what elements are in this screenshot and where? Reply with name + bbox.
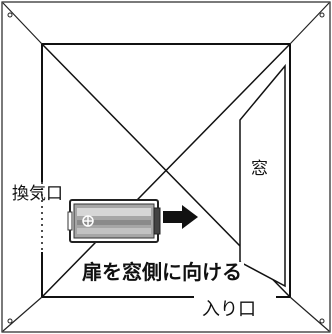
corner-dot: [7, 318, 13, 324]
vent-label: 換気口: [12, 184, 63, 205]
corner-dot: [7, 12, 13, 18]
corner-diagonal-top-left: [2, 2, 43, 45]
corner-dot: [319, 318, 325, 324]
corner-diagonal-top-right: [289, 2, 330, 45]
corner-diagonal-bottom-right: [289, 296, 330, 332]
window-label: 窓: [251, 159, 268, 179]
corner-dot: [319, 12, 325, 18]
door-instruction-label: 扉を窓側に向ける: [80, 260, 244, 284]
room-diagonal-b: [41, 43, 291, 298]
arrow-right-icon: [163, 205, 198, 229]
air-purifier-unit-icon: [67, 199, 161, 243]
entrance-label: 入り口: [198, 301, 260, 319]
corner-diagonal-bottom-left: [2, 296, 43, 332]
